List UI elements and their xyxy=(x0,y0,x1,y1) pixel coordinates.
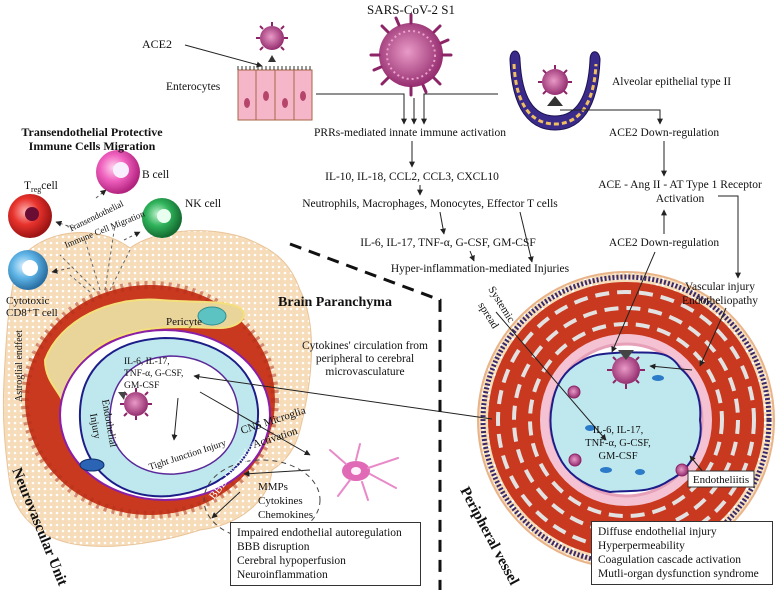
cns-outcome-box: Impaired endothelial autoregulation BBB … xyxy=(230,522,421,586)
migrating-cells xyxy=(59,224,131,293)
endotheliitis-box xyxy=(687,470,755,488)
chemokines-label: Chemokines xyxy=(258,509,313,521)
vessel-media-stripes-3 xyxy=(528,322,724,518)
flow-arrows xyxy=(171,44,741,519)
sars-cov-2-virus xyxy=(369,13,453,97)
ace2-down-1: ACE2 Down-regulation xyxy=(609,127,719,139)
nk-cell xyxy=(142,198,182,238)
pericyte-label: Pericyte xyxy=(166,316,202,328)
migration-heading-2: Immune Cells Migration xyxy=(29,139,156,153)
vessel-endothelium xyxy=(549,350,702,494)
boundary-dashed-line xyxy=(289,242,442,590)
nvu-cytokines-1: IL-6, IL-17, xyxy=(124,357,170,367)
cytotoxic-cell xyxy=(8,250,48,290)
ace-axis-1: ACE - Ang II - AT Type 1 Receptor xyxy=(598,179,762,191)
peripheral-outcome-box: Diffuse endothelial injury Hyperpermeabi… xyxy=(591,521,773,585)
cytokines-label: Cytokines xyxy=(258,495,303,507)
ace2-label: ACE2 xyxy=(142,37,172,51)
neurovascular-unit: Neurovascular Unit xyxy=(2,224,312,588)
enterocytes-label: Enterocytes xyxy=(166,81,221,93)
small-viruses xyxy=(567,385,689,477)
endotheliopathy: Endotheliopathy xyxy=(682,295,758,307)
nvu-cytokines-3: GM-CSF xyxy=(124,381,159,391)
nkcell-label: NK cell xyxy=(185,198,221,210)
enterocytes xyxy=(237,22,313,121)
vessel-wall-texture xyxy=(21,281,279,519)
vessel-cytokines-2: TNF-α, G-CSF, xyxy=(585,438,651,449)
ace2-receptor-nvu xyxy=(118,392,126,400)
peripheral-outcome-4: Mutli-organ dysfunction syndrome xyxy=(598,568,759,580)
mediators-dashed-ellipse xyxy=(203,459,321,541)
cns-outcome-4: Neuroinflammation xyxy=(237,569,328,581)
immune-cells xyxy=(8,150,182,290)
peripheral-outcome-3: Coagulation cascade activation xyxy=(598,554,742,566)
cns-outcome-3: Cerebral hypoperfusion xyxy=(237,555,346,567)
nvu-cytokines-2: TNF-α, G-CSF, xyxy=(124,369,183,379)
flow-cytokines: IL-6, IL-17, TNF-α, G-CSF, GM-CSF xyxy=(360,237,536,249)
vessel-cytokines-1: IL-6, IL-17, xyxy=(593,425,643,436)
migration-heading-1: Transendothelial Protective xyxy=(21,125,163,139)
ace-axis-2: Activation xyxy=(656,193,705,205)
cns-outcome-2: BBB disruption xyxy=(237,541,310,553)
ace2-down-2: ACE2 Down-regulation xyxy=(609,237,719,249)
endotheliitis-label: Endotheliitis xyxy=(693,474,749,486)
endo-injury-2: Injury xyxy=(87,413,102,441)
endothelial-debris xyxy=(585,375,664,475)
pericyte-nucleus xyxy=(197,306,227,326)
vessel-media-stripes-2 xyxy=(512,306,740,534)
brain-paranchyma-label: Brain Paranchyma xyxy=(278,295,392,310)
peripheral-vessel: Peripheral vessel xyxy=(456,271,775,588)
circulation-1: Cytokines' circulation from xyxy=(302,340,428,352)
circulation-3: microvasculature xyxy=(325,366,404,378)
treg-label: Tregcell xyxy=(24,180,58,194)
peripheral-outcome-1: Diffuse endothelial injury xyxy=(598,526,717,538)
ace2-receptor-vessel xyxy=(618,350,634,360)
circulation-2: peripheral to cerebral xyxy=(316,353,414,365)
cytotoxic-label-1: Cytotoxic xyxy=(6,295,50,307)
cns-outcome-1: Impaired endothelial autoregulation xyxy=(237,527,402,539)
flow-prr: PRRs-mediated innate immune activation xyxy=(314,127,506,139)
microglia-cell xyxy=(329,443,399,501)
peripheral-outcome-2: Hyperpermeability xyxy=(598,540,685,552)
bcell-label: B cell xyxy=(142,169,169,181)
alveolar-cell xyxy=(509,50,601,131)
vessel-cytokines-3: GM-CSF xyxy=(598,451,637,462)
vascular-injury: Vascular injury xyxy=(685,281,755,293)
alveolar-label: Alveolar epithelial type II xyxy=(612,76,731,88)
endothelial-nucleus xyxy=(79,458,105,472)
mmps-label: MMPs xyxy=(258,481,288,493)
virus-title: SARS-CoV-2 S1 xyxy=(367,2,455,17)
b-cell xyxy=(96,150,140,194)
flow-hyperinflammation: Hyper-inflammation-mediated Injuries xyxy=(391,263,570,275)
astro-label: Astroglial endfeet xyxy=(14,330,25,402)
flow-interleukins: IL-10, IL-18, CCL2, CCL3, CXCL10 xyxy=(325,171,499,183)
lumen-inner xyxy=(109,355,239,475)
treg-cell xyxy=(8,194,52,238)
flow-cells: Neutrophils, Macrophages, Monocytes, Eff… xyxy=(302,198,558,210)
cytotoxic-label-2: CD8⁺T cell xyxy=(6,307,58,319)
